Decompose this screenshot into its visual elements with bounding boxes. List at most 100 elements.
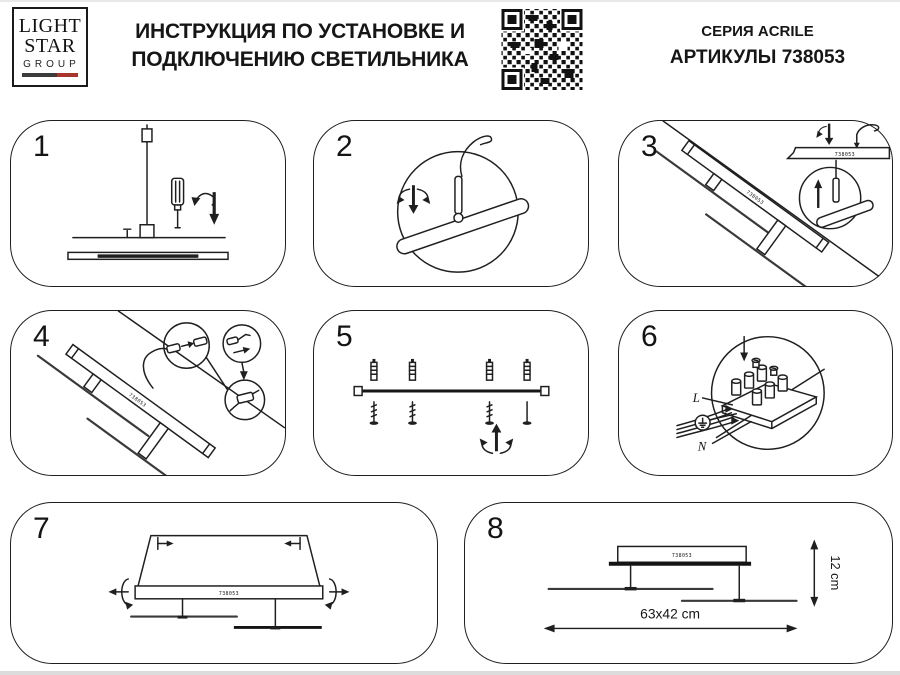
terminal-block — [720, 335, 819, 430]
mounting-bracket — [353, 385, 550, 397]
logo-word-star: STAR — [24, 35, 76, 57]
screw-in-arrow-icon — [191, 192, 220, 225]
callout-line — [701, 397, 734, 406]
terminal-screw-icon — [769, 365, 779, 376]
lightstar-logo: LIGHT STAR GROUP — [12, 7, 88, 87]
twist-down-arrow-icon — [816, 123, 834, 145]
dowel-anchor-icon — [408, 358, 417, 381]
light-blade — [655, 150, 772, 236]
step-panel-2: 2 — [313, 120, 589, 287]
earth-ground-icon — [694, 414, 711, 431]
screw-icon — [369, 401, 379, 425]
logo-underline — [22, 73, 78, 77]
suspension-rod — [832, 177, 840, 203]
fixture-side-view: 738053 — [547, 545, 798, 603]
ceiling-rod — [141, 124, 153, 226]
ceiling-line — [662, 121, 880, 277]
light-blade — [36, 354, 150, 438]
fixture-body: 738053 — [134, 585, 324, 600]
screwdriver-icon — [170, 177, 185, 229]
blade-rods — [130, 598, 322, 630]
neutral-label: N — [697, 439, 708, 453]
fixture-marking: 738053 — [672, 553, 692, 559]
screw-icon — [485, 401, 494, 425]
rotate-arrow-icon — [324, 578, 350, 610]
page-title: ИНСТРУКЦИЯ ПО УСТАНОВКЕ И ПОДКЛЮЧЕНИЮ СВ… — [100, 18, 500, 74]
terminal-cylinder — [777, 374, 788, 392]
bracket-marking: 738053 — [835, 152, 855, 158]
callout-line — [205, 356, 228, 390]
logo-word-light: LIGHT — [18, 15, 82, 37]
power-wire — [459, 135, 493, 178]
light-blade — [705, 213, 837, 286]
step-panel-5: 5 — [313, 310, 589, 476]
step-number-6: 6 — [641, 320, 658, 353]
dowel-anchor-icon — [485, 358, 494, 381]
step-2-illustration — [396, 135, 530, 273]
blade-bracket — [137, 421, 170, 460]
step-number-1: 1 — [33, 130, 50, 163]
step-7-illustration: 738053 — [108, 534, 350, 630]
screw-icon — [123, 228, 132, 238]
terminal-cylinder — [756, 364, 768, 382]
step-number-8: 8 — [487, 512, 504, 545]
screw-icon — [522, 401, 532, 425]
screw-icon — [408, 401, 417, 425]
terminal-cylinder — [731, 378, 742, 396]
power-wire — [856, 124, 880, 136]
twist-down-arrow-icon — [396, 185, 431, 214]
step-number-3: 3 — [641, 130, 658, 163]
terminal-screw-icon — [751, 357, 761, 369]
callout-line — [711, 420, 752, 445]
light-blade — [86, 417, 219, 475]
step-panel-7: 7 738053 — [10, 502, 438, 664]
dowel-anchor-icon — [370, 358, 378, 381]
mounting-bracket — [72, 224, 226, 239]
blade-bracket — [755, 219, 787, 256]
step-4-illustration: 738053 — [36, 311, 285, 475]
step-number-5: 5 — [336, 320, 353, 353]
suspension-rod — [453, 175, 464, 224]
detail-circle — [798, 159, 874, 230]
step-3-illustration: 738053 738053 — [655, 121, 891, 286]
callout-arrow — [241, 361, 245, 373]
height-label: 12 cm — [828, 555, 843, 590]
line-label: L — [692, 391, 700, 405]
terminal-cylinder — [764, 381, 776, 399]
fixture-bar — [816, 199, 874, 229]
ceiling-line — [117, 311, 285, 429]
height-dimension: 12 cm — [810, 539, 843, 607]
step-panel-1: 1 — [10, 120, 286, 287]
detail-circle — [710, 335, 825, 451]
step-panel-8: 8 738053 12 cm — [464, 502, 893, 664]
blade-bracket — [704, 172, 723, 192]
width-dimension: 63x42 cm — [543, 606, 798, 633]
qr-code-icon — [498, 6, 586, 93]
fixture-marking: 738053 — [219, 591, 239, 597]
callout-line — [709, 413, 737, 421]
qr-random-modules — [510, 15, 574, 84]
fixture-bar: 738053 — [655, 139, 837, 286]
blade-bracket — [82, 372, 103, 394]
terminal-cylinder — [743, 371, 755, 389]
fixture-body — [67, 251, 229, 261]
step-number-2: 2 — [336, 130, 353, 163]
terminal-cylinder — [751, 388, 763, 406]
step-panel-3: 3 738053 738053 — [618, 120, 893, 287]
twist-up-arrow-icon — [479, 423, 514, 455]
step-5-illustration — [353, 358, 550, 455]
series-label: СЕРИЯ ACRILE — [701, 23, 814, 40]
step-number-7: 7 — [33, 512, 50, 545]
ceiling-bracket-inset: 738053 — [785, 123, 891, 160]
logo-word-group: GROUP — [23, 59, 80, 70]
detail-circle-connectors — [163, 322, 210, 370]
title-line-1: ИНСТРУКЦИЯ ПО УСТАНОВКЕ И — [135, 20, 465, 43]
step-6-illustration: L N — [676, 335, 825, 453]
detail-circle-plug — [222, 324, 262, 364]
title-line-2: ПОДКЛЮЧЕНИЮ СВЕТИЛЬНИКА — [131, 48, 469, 71]
product-info: СЕРИЯ ACRILE АРТИКУЛЫ 738053 — [650, 23, 865, 69]
dowel-anchor-icon — [523, 358, 531, 381]
ceiling-plate — [137, 534, 321, 587]
rotate-arrow-icon — [108, 578, 134, 610]
